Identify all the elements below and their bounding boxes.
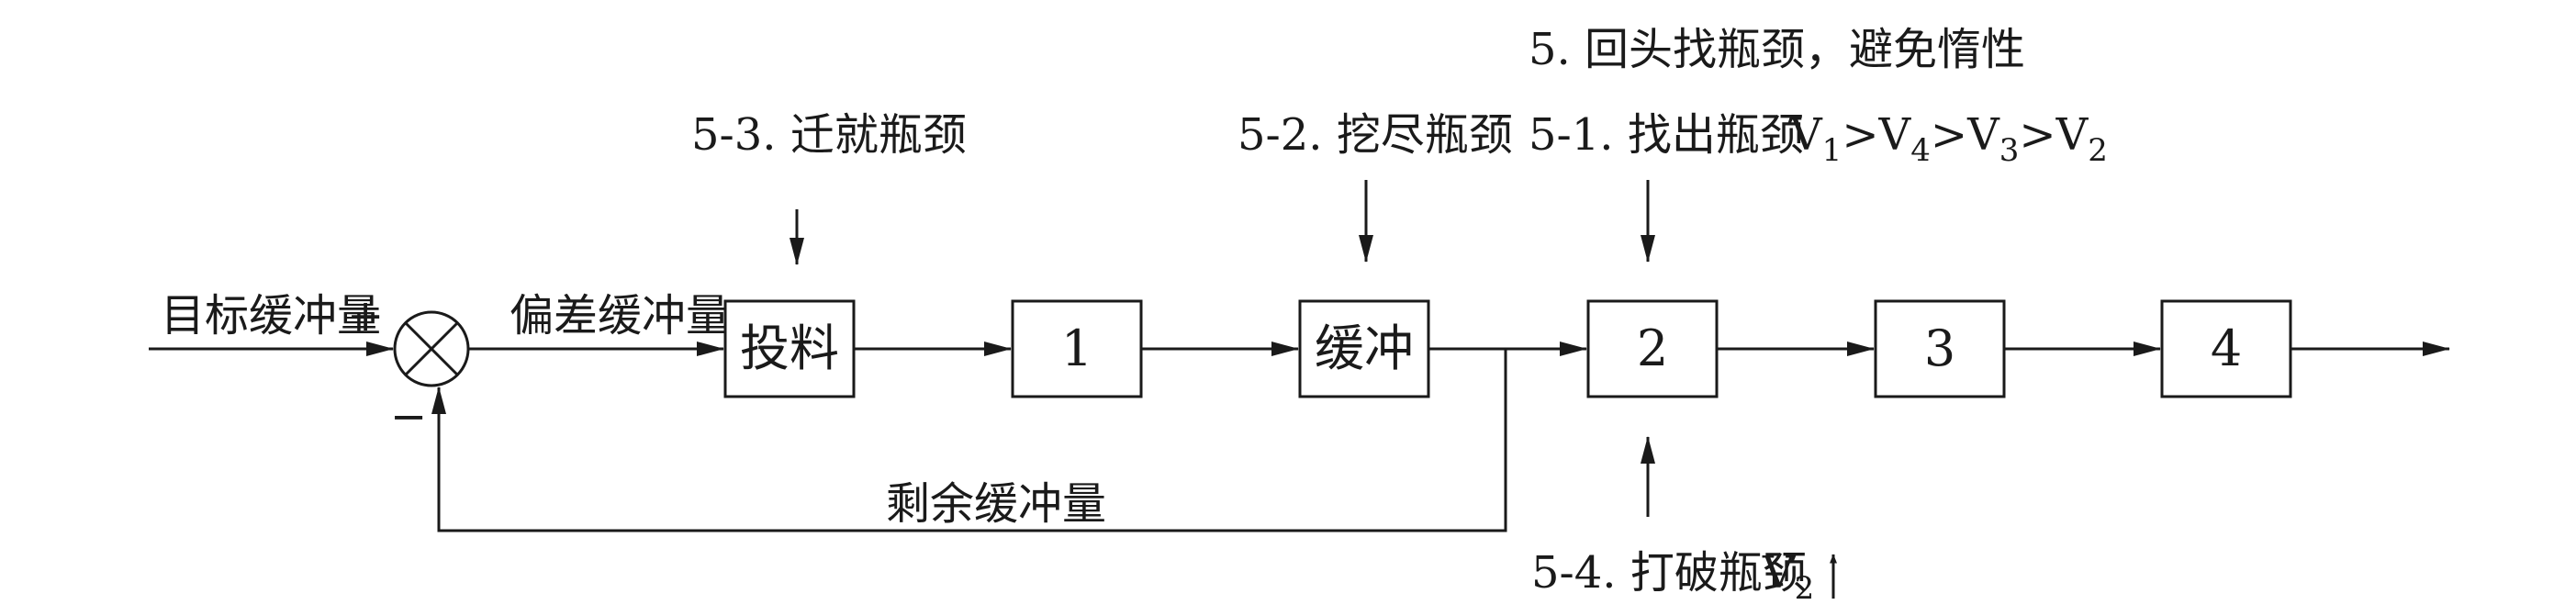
block-1 — [1011, 299, 1143, 398]
target-buffer-label: 目标缓冲量 — [161, 290, 381, 342]
block-3-label: 3 — [1924, 319, 1955, 377]
annotation-5-3: 5-3. 迁就瓶颈 — [691, 109, 967, 161]
summing-junction — [393, 310, 470, 387]
block-4-label: 4 — [2211, 319, 2242, 377]
annotation-5-4: 5-4. 打破瓶颈 — [1531, 547, 1807, 599]
buffer-block-label: 缓冲 — [1315, 319, 1414, 377]
annotation-main: 5. 回头找瓶颈，避免惰性 — [1529, 24, 2025, 75]
block-4 — [2160, 299, 2292, 398]
annotation-5-1: 5-1. 找出瓶颈 — [1529, 109, 1804, 161]
velocity-relation: V1>V4>V3>V2 — [1789, 109, 2108, 169]
buffer-block — [1298, 299, 1430, 398]
annotation-5-2: 5-2. 挖尽瓶颈 — [1238, 109, 1513, 161]
error-buffer-label: 偏差缓冲量 — [510, 290, 730, 342]
feed-block-label: 投料 — [740, 319, 839, 377]
block-2 — [1586, 299, 1719, 398]
block-2-label: 2 — [1637, 319, 1668, 377]
remaining-buffer-label: 剩余缓冲量 — [886, 478, 1106, 530]
minus-sign: − — [390, 391, 427, 442]
v2-increase-label: V2 — [1762, 547, 1814, 607]
feedback-line — [431, 349, 1507, 532]
plus-sign: + — [347, 290, 384, 342]
block-1-label: 1 — [1061, 319, 1092, 377]
